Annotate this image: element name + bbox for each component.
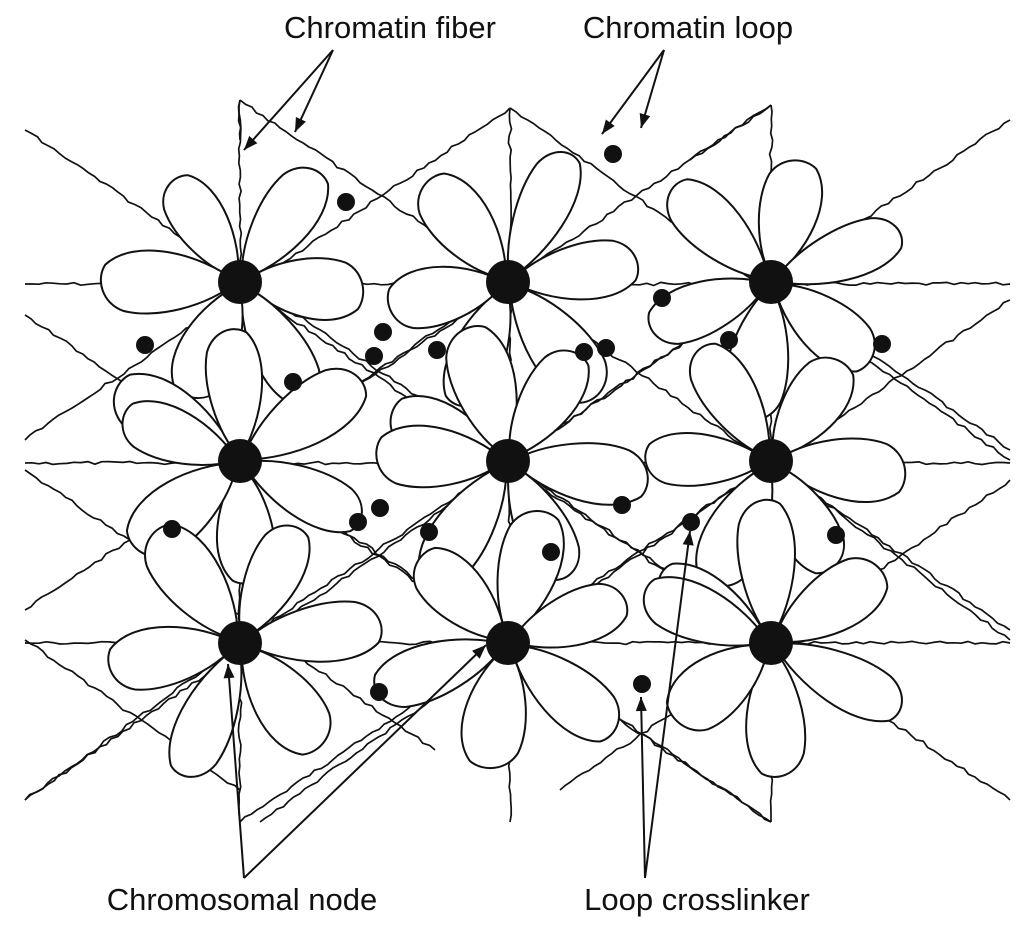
loop-crosslinker (136, 336, 154, 354)
loop-crosslinker (597, 339, 615, 357)
loop-crosslinker (420, 523, 438, 541)
chromatin-fiber (689, 104, 772, 161)
chromatin-fiber (238, 99, 242, 141)
chromatin-loop (386, 265, 507, 330)
chromosomal-node-label: Chromosomal node (107, 882, 378, 917)
chromatin-loop (509, 643, 620, 743)
chromatin-loop (509, 582, 629, 649)
chromatin-loop (144, 523, 240, 642)
chromosomal-node (486, 621, 530, 665)
chromatin-loop (496, 510, 565, 642)
chromosomal-node (486, 260, 530, 304)
chromatin-loop (204, 328, 264, 460)
chromatin-loop (736, 498, 796, 642)
chromatin-loop (238, 524, 311, 642)
loop-crosslinker (613, 496, 631, 514)
chromatin-loop (509, 442, 649, 506)
chromatin-loop (375, 424, 507, 489)
loop-crosslinker (370, 683, 388, 701)
chromatin-loop (642, 576, 770, 647)
chromatin-loop (509, 239, 640, 301)
arrowhead-icon (682, 531, 694, 546)
chromosomal-node (218, 439, 262, 483)
arrowhead-icon (602, 119, 615, 134)
chromatin-loop (666, 178, 771, 282)
chromatin-loop (412, 546, 508, 642)
arrowhead-icon (639, 113, 651, 128)
loop-crosslinker (163, 520, 181, 538)
chromosomal-node (749, 260, 793, 304)
chromosomal-node (218, 260, 262, 304)
chromatin-loop (772, 282, 876, 373)
chromatin-loop (168, 644, 243, 778)
chromatin-loop (241, 367, 368, 461)
chromatin-loop (506, 150, 582, 281)
chromatin-loop (771, 356, 855, 460)
chromatin-loop (688, 342, 771, 460)
chromatin-fiber-label: Chromatin fiber (284, 10, 496, 45)
chromatin-loops (99, 150, 907, 778)
chromosomal-node (749, 621, 793, 665)
chromatin-loop (772, 217, 904, 286)
loop-crosslinker (371, 499, 389, 517)
arrowhead-icon (244, 135, 258, 150)
chromatin-loop (445, 325, 518, 460)
callout-arrow-line (243, 49, 334, 151)
loop-crosslinker (873, 335, 891, 353)
loop-crosslinker (653, 289, 671, 307)
loop-crosslinker (542, 543, 560, 561)
chromosomal-node (486, 439, 530, 483)
chromatin-loop (644, 432, 770, 487)
chromatin-loop (107, 625, 239, 691)
loop-crosslinker (374, 323, 392, 341)
chromatin-loop (417, 172, 508, 281)
loop-crosslinker (337, 193, 355, 211)
loop-crosslinker (365, 347, 383, 365)
arrowhead-icon (635, 697, 647, 712)
loop-crosslinkers (136, 145, 891, 701)
chromatin-loop (241, 600, 383, 663)
loop-crosslinker (428, 341, 446, 359)
loop-crosslinker (633, 675, 651, 693)
chromatin-loop (771, 642, 903, 723)
callout-arrow-line (243, 644, 487, 879)
callout-arrow-line (294, 49, 334, 133)
chromatin-loop (508, 349, 590, 460)
chromatin-loop (647, 277, 770, 345)
arrowhead-icon (295, 117, 306, 132)
loop-crosslinker (575, 343, 593, 361)
chromatin-loop (240, 166, 330, 281)
chromatin-loop (772, 437, 907, 504)
callout-arrow-line (227, 663, 245, 879)
callout-arrow-line (601, 49, 665, 135)
callout-arrow-line (644, 530, 691, 879)
loop-crosslinker-label: Loop crosslinker (584, 882, 810, 917)
loop-crosslinker (827, 526, 845, 544)
chromatin-loop (99, 249, 239, 315)
chromatin-loop (745, 644, 807, 778)
loop-crosslinker (284, 373, 302, 391)
chromatin-loop (240, 644, 332, 756)
loop-crosslinker (604, 145, 622, 163)
chromatin-loop-label: Chromatin loop (583, 10, 793, 45)
arrowhead-icon (472, 645, 486, 659)
chromosomal-node (218, 621, 262, 665)
chromatin-loop (665, 643, 770, 732)
chromosomal-node (749, 439, 793, 483)
callout-arrow-line (640, 696, 646, 879)
chromosomal-nodes (218, 260, 793, 665)
chromatin-loop (460, 644, 527, 770)
chromatin-loop (772, 557, 889, 643)
loop-crosslinker (720, 331, 738, 349)
loop-crosslinker (682, 513, 700, 531)
arrowhead-icon (223, 664, 235, 679)
chromatin-loop (757, 159, 824, 281)
chromatin-loop (162, 174, 240, 281)
callout-arrows (223, 49, 694, 879)
chromatin-loop (121, 400, 239, 466)
loop-crosslinker (349, 513, 367, 531)
